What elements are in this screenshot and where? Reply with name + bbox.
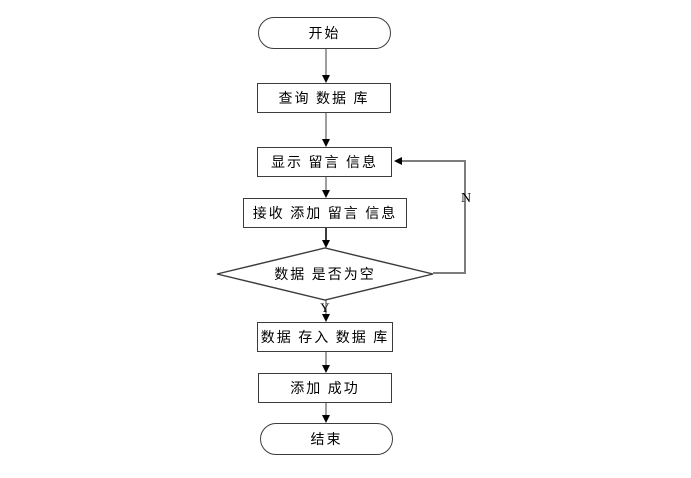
connector-query-display — [322, 113, 330, 147]
node-add-success-label: 添加 成功 — [290, 382, 360, 397]
connector-receive-decision — [322, 228, 330, 248]
node-end-label: 结束 — [310, 433, 343, 448]
connector-start-query — [322, 49, 330, 83]
node-add-success: 添加 成功 — [258, 373, 392, 403]
node-store-database-label: 数据 存入 数据 库 — [260, 331, 390, 346]
node-display-messages-label: 显示 留言 信息 — [271, 156, 378, 171]
node-receive-add-message: 接收 添加 留言 信息 — [243, 198, 407, 228]
node-start: 开始 — [258, 17, 391, 49]
node-query-database-label: 查询 数据 库 — [278, 92, 370, 107]
connector-decision-display-n — [394, 157, 466, 274]
node-data-empty-check-label: 数据 是否为空 — [274, 268, 376, 283]
node-start-label: 开始 — [308, 27, 341, 42]
connector-decision-store-y — [322, 300, 330, 322]
edge-label-yes: Y — [320, 300, 330, 315]
node-data-empty-check: 数据 是否为空 — [217, 248, 433, 300]
connector-success-end — [322, 403, 330, 423]
edge-label-no: N — [460, 191, 472, 206]
node-display-messages: 显示 留言 信息 — [257, 147, 392, 177]
connector-store-success — [322, 352, 330, 373]
node-end: 结束 — [260, 423, 393, 455]
node-query-database: 查询 数据 库 — [257, 83, 391, 113]
node-store-database: 数据 存入 数据 库 — [257, 322, 393, 352]
connector-display-receive — [322, 177, 330, 198]
node-receive-add-message-label: 接收 添加 留言 信息 — [252, 207, 398, 222]
